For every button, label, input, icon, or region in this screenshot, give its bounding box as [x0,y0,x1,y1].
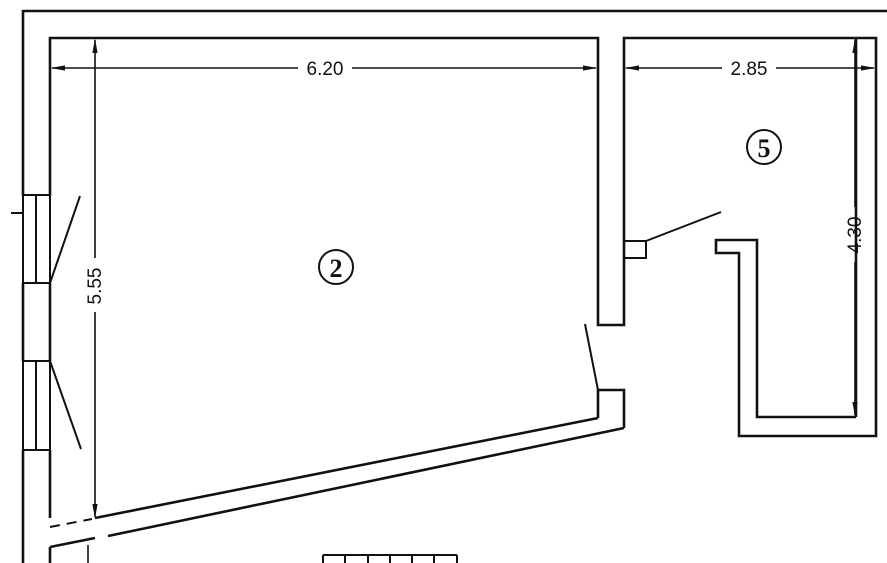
dimension-label-6-20: 6.20 [307,59,344,80]
dimension-label-5-55: 5.55 [85,268,106,305]
dimension-label-4-30: 4.30 [845,217,866,254]
room-5-number: 5 [758,134,771,163]
left-window-upper [22,194,81,284]
dimension-room5-width: 2.85 [624,59,876,80]
room-2-number-badge: 2 [318,249,354,285]
dimension-room2-height: 5.55 [85,38,106,563]
left-wall-segment [21,283,52,361]
dimension-label-2-85: 2.85 [731,59,768,80]
room-5-door [623,211,722,259]
stair-element [322,554,458,563]
dimension-room5-height: 4.30 [845,38,866,417]
room-2-number: 2 [330,254,343,283]
room-5-number-badge: 5 [746,129,782,165]
room-2-walls [48,36,878,563]
dimension-room2-width: 6.20 [50,59,598,80]
outer-wall [11,9,887,563]
left-window-lower [22,360,82,451]
room-2-door [584,323,599,391]
